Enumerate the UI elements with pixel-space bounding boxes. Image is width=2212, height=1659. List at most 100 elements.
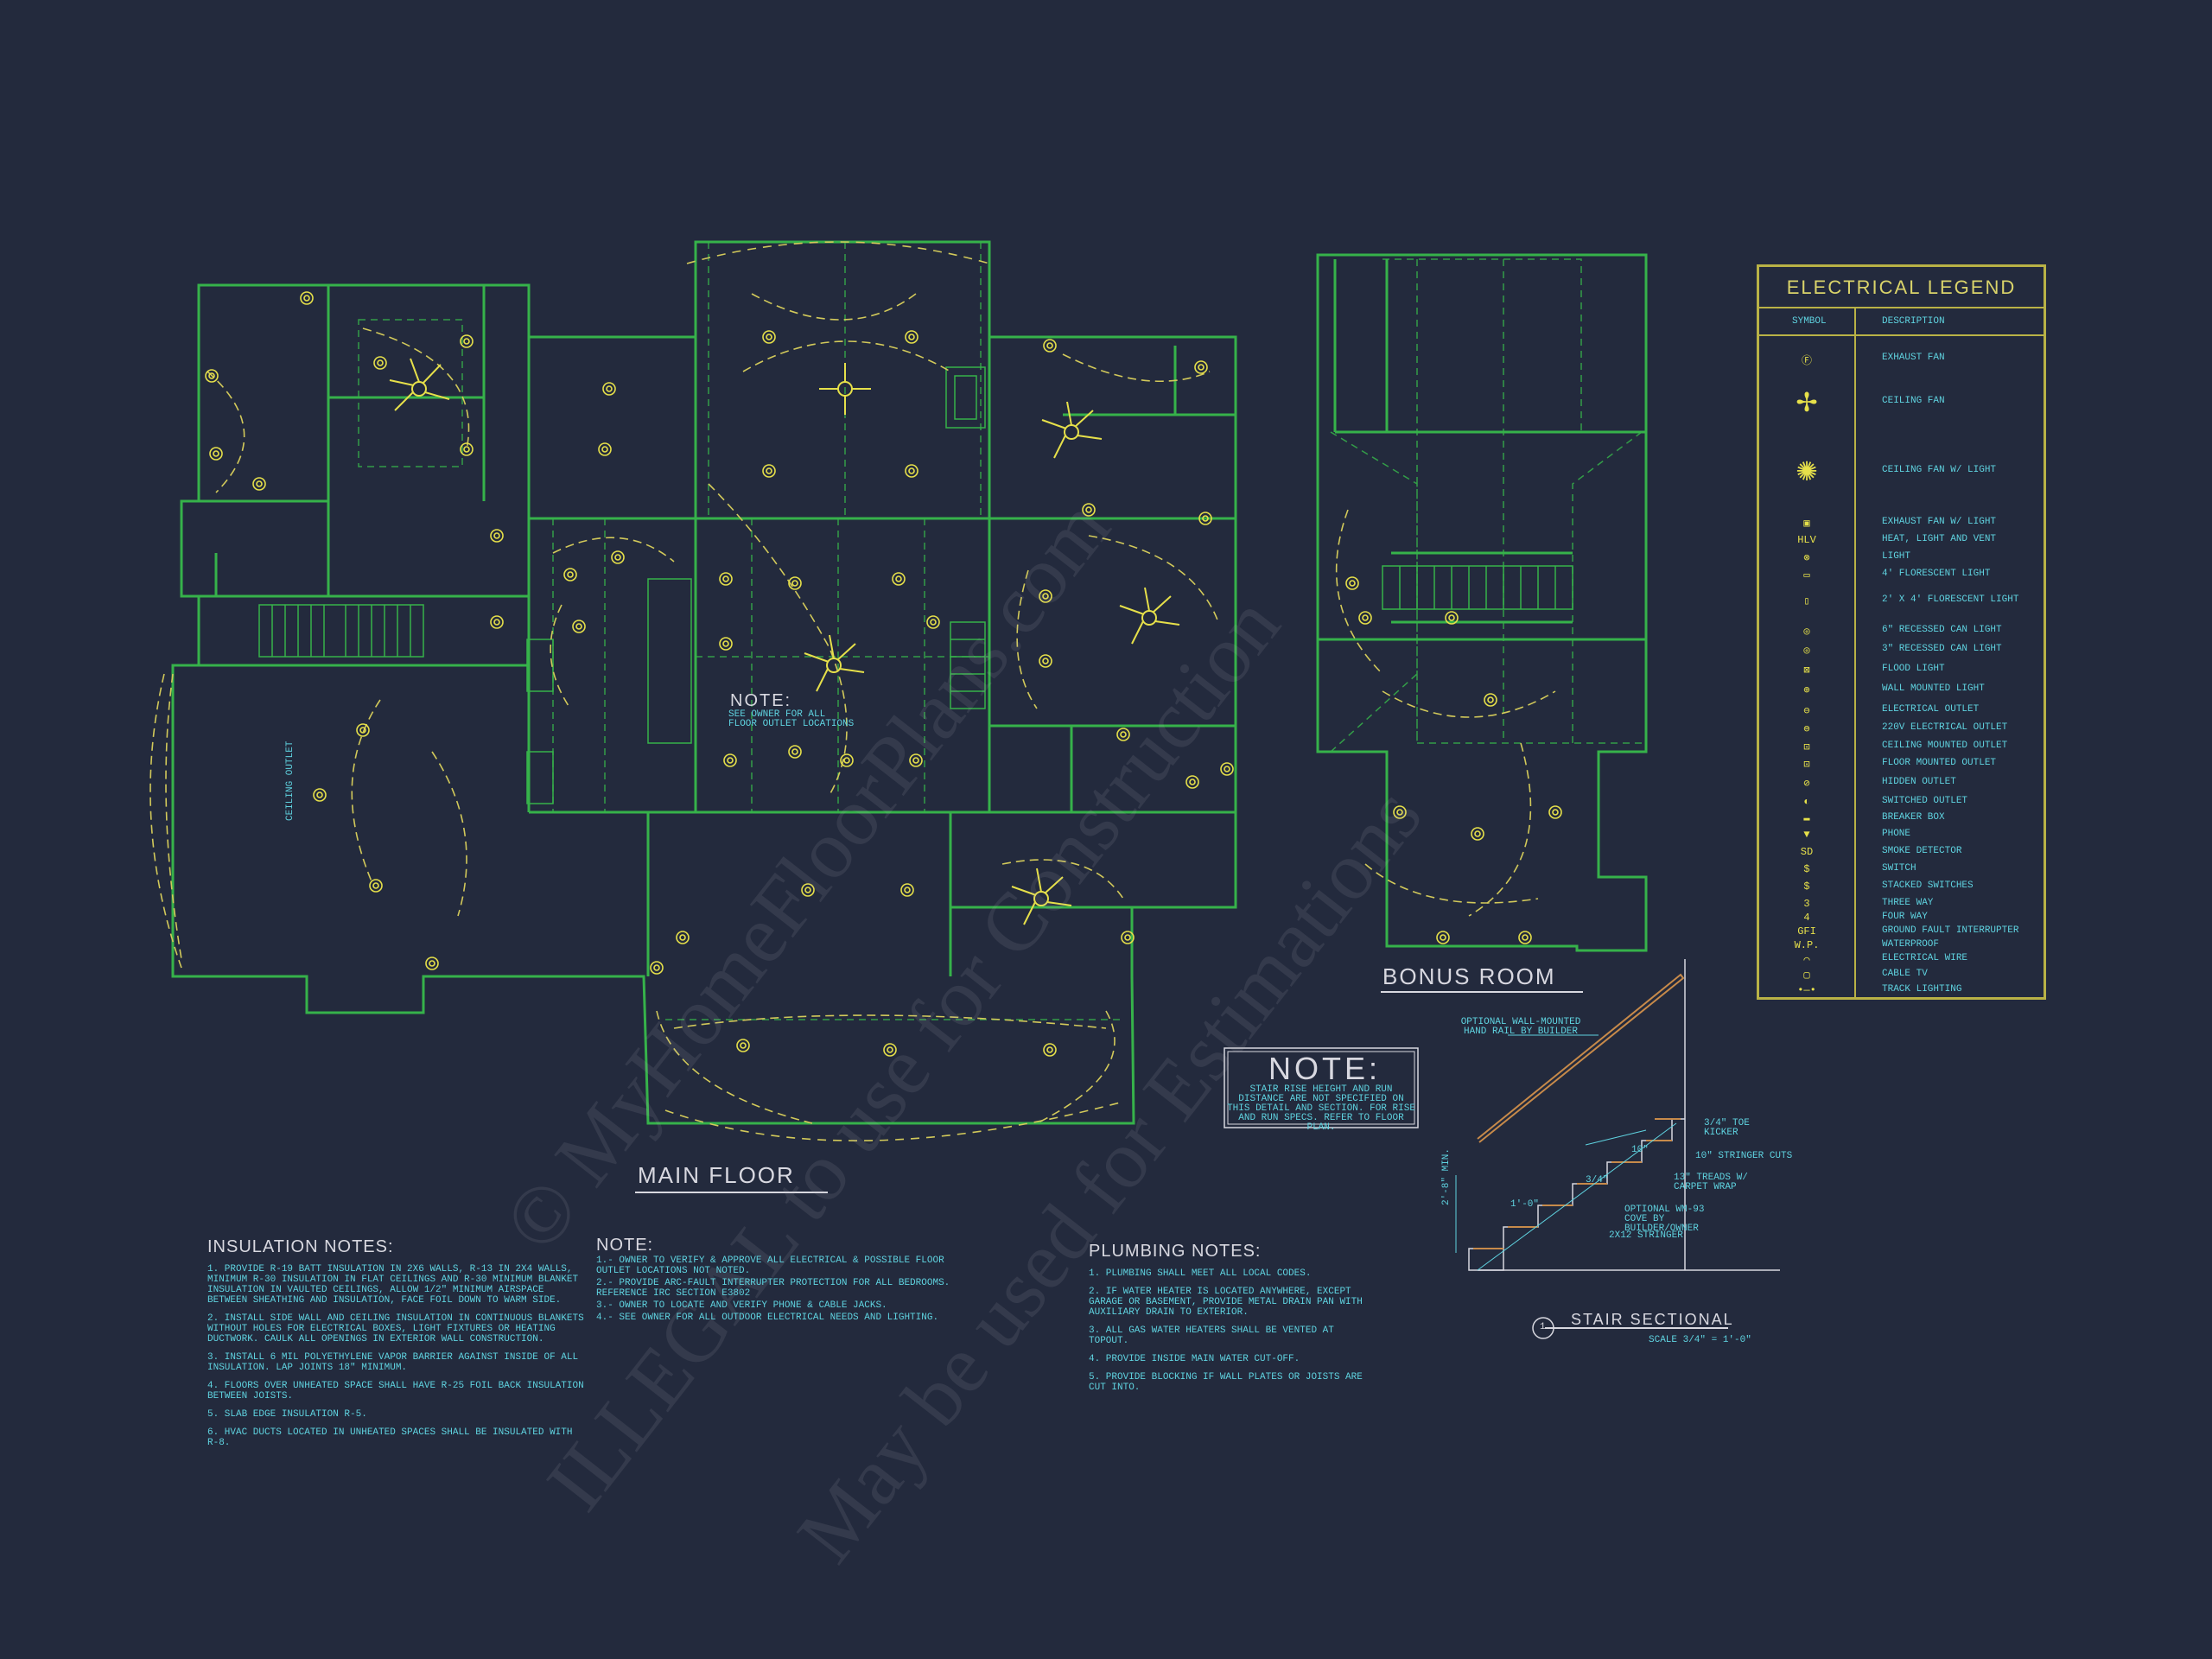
light-fixture-icon xyxy=(611,550,625,564)
note-item: 1. PLUMBING SHALL MEET ALL LOCAL CODES. xyxy=(1089,1268,1312,1279)
main-floor-label: MAIN FLOOR xyxy=(638,1162,795,1188)
legend-col-symbol: SYMBOL xyxy=(1792,316,1827,327)
light-fixture-icon xyxy=(602,382,616,396)
dim-10-label: 10" xyxy=(1631,1145,1649,1155)
light-fixture-center xyxy=(208,372,215,379)
waterproof-icon: W.P. xyxy=(1794,939,1820,951)
ceiling-fan-light-icon: ✺ xyxy=(1796,453,1818,492)
switch-icon: $ xyxy=(1803,863,1810,875)
bonus-room-label: BONUS ROOM xyxy=(1382,963,1556,989)
light-fixture-center xyxy=(904,887,911,893)
phone-icon: ▼ xyxy=(1803,829,1810,841)
legend-item-label: SWITCH xyxy=(1882,863,1916,874)
light-fixture-center xyxy=(1198,364,1205,371)
light-fixture-icon xyxy=(719,572,733,586)
electrical-notes: NOTE: 1.- OWNER TO VERIFY & APPROVE ALL … xyxy=(596,1236,959,1325)
legend-item-label: HEAT, LIGHT AND VENT xyxy=(1882,534,1997,544)
light-fixture-icon xyxy=(205,369,219,383)
legend-title: ELECTRICAL LEGEND xyxy=(1759,267,2044,308)
light-fixture-icon xyxy=(1116,728,1130,741)
light-fixture-icon xyxy=(1445,611,1459,625)
light-fixture-icon xyxy=(762,464,776,478)
stair-note-text: STAIR RISE HEIGHT AND RUN DISTANCE ARE N… xyxy=(1227,1084,1415,1133)
light-fixture-icon xyxy=(926,615,940,629)
light-fixture-icon xyxy=(1198,512,1212,525)
legend-item-label: 220V ELECTRICAL OUTLET xyxy=(1882,722,2008,733)
light-fixture-center xyxy=(791,748,798,755)
light-fixture-icon xyxy=(1043,339,1057,353)
light-fixture-icon xyxy=(762,330,776,344)
light-fixture-icon xyxy=(1345,576,1359,590)
legend-item-label: EXHAUST FAN xyxy=(1882,353,1945,363)
legend-item-label: PHONE xyxy=(1882,829,1911,839)
light-fixture-center xyxy=(1224,766,1230,772)
hidden-outlet-icon: ⊘ xyxy=(1803,778,1810,790)
breaker-box-icon: ▬ xyxy=(1803,812,1810,824)
light-fixture-center xyxy=(359,727,366,734)
light-fixture-icon xyxy=(905,330,918,344)
recessed-can-6-icon: ◎ xyxy=(1803,626,1810,638)
light-fixture-icon xyxy=(905,464,918,478)
light-fixture-center xyxy=(1487,696,1494,703)
light-fixture-center xyxy=(377,359,384,366)
track-lighting-icon: •—• xyxy=(1797,984,1816,996)
note-item: 4.- SEE OWNER FOR ALL OUTDOOR ELECTRICAL… xyxy=(596,1313,939,1323)
light-fixture-icon xyxy=(723,753,737,767)
light-fixture-center xyxy=(766,334,772,340)
light-fixture-icon xyxy=(788,576,802,590)
light-fixture-center xyxy=(766,467,772,474)
light-fixture-icon xyxy=(373,356,387,370)
ceiling-fan-icon: ✢ xyxy=(1796,384,1818,423)
insulation-notes-title: INSULATION NOTES: xyxy=(207,1237,394,1256)
legend-item-label: 6" RECESSED CAN LIGHT xyxy=(1882,625,2002,635)
stair-section-number: 1 xyxy=(1540,1322,1546,1332)
stringer-callout: 2X12 STRINGER xyxy=(1609,1230,1683,1241)
wall-light-icon: ⊕ xyxy=(1803,684,1810,696)
plumbing-notes-list: 1. PLUMBING SHALL MEET ALL LOCAL CODES.2… xyxy=(1089,1268,1365,1393)
light-fixture-center xyxy=(463,338,470,345)
exhaust-fan-icon: Ⓕ xyxy=(1801,355,1812,367)
light-fixture-center xyxy=(1202,515,1209,522)
smoke-detector-icon: SD xyxy=(1800,846,1814,858)
stair-note-title: NOTE: xyxy=(1268,1051,1382,1086)
light-fixture-center xyxy=(930,619,937,626)
light-fixture-center xyxy=(463,446,470,453)
light-fixture-center xyxy=(1046,1046,1053,1053)
light-fixture-icon xyxy=(719,637,733,651)
light-fixture-center xyxy=(372,882,379,889)
light-fixture-icon xyxy=(1436,931,1450,944)
light-fixture-center xyxy=(653,964,660,971)
light-fixture-icon xyxy=(356,723,370,737)
stringer-cuts-callout: 10" STRINGER CUTS xyxy=(1695,1151,1793,1161)
light-fixture-center xyxy=(843,757,850,764)
legend-item-label: BREAKER BOX xyxy=(1882,812,1945,823)
note-item: 5. SLAB EDGE INSULATION R-5. xyxy=(207,1409,367,1420)
stair-note-box xyxy=(1224,1047,1419,1128)
height-label: 2'-8" MIN. xyxy=(1441,1147,1452,1205)
fluorescent-4ft-icon: ▭ xyxy=(1803,569,1810,582)
outlet-220v-icon: ⊜ xyxy=(1803,723,1810,735)
light-fixture-center xyxy=(908,467,915,474)
legend-item-label: FLOOD LIGHT xyxy=(1882,664,1945,674)
electrical-notes-list: 1.- OWNER TO VERIFY & APPROVE ALL ELECTR… xyxy=(596,1255,959,1323)
plumbing-notes-title: PLUMBING NOTES: xyxy=(1089,1242,1262,1261)
recessed-can-3-icon: ◎ xyxy=(1803,645,1810,657)
outlet-icon: ⊖ xyxy=(1803,705,1810,717)
legend-item-label: CABLE TV xyxy=(1882,969,1928,979)
electrical-wire-icon: ⌒ xyxy=(1803,954,1810,966)
cove-callout: OPTIONAL WM-93 COVE BY BUILDER/OWNER xyxy=(1624,1205,1705,1234)
handrail-callout: OPTIONAL WALL-MOUNTED HAND RAIL BY BUILD… xyxy=(1460,1017,1581,1037)
legend-item-label: CEILING FAN xyxy=(1882,396,1945,406)
legend-item-label: SWITCHED OUTLET xyxy=(1882,796,1968,806)
flood-light-icon: ⊠ xyxy=(1803,664,1810,677)
light-fixture-icon xyxy=(1548,805,1562,819)
legend-item-label: WATERPROOF xyxy=(1882,939,1940,950)
legend-item-label: ELECTRICAL WIRE xyxy=(1882,953,1968,963)
switched-outlet-icon: ◐ xyxy=(1803,796,1810,808)
light-fixture-center xyxy=(908,334,915,340)
light-fixture-icon xyxy=(676,931,690,944)
note-item: 4. FLOORS OVER UNHEATED SPACE SHALL HAVE… xyxy=(207,1381,584,1402)
light-fixture-icon xyxy=(490,615,504,629)
light-fixture-icon xyxy=(572,620,586,633)
